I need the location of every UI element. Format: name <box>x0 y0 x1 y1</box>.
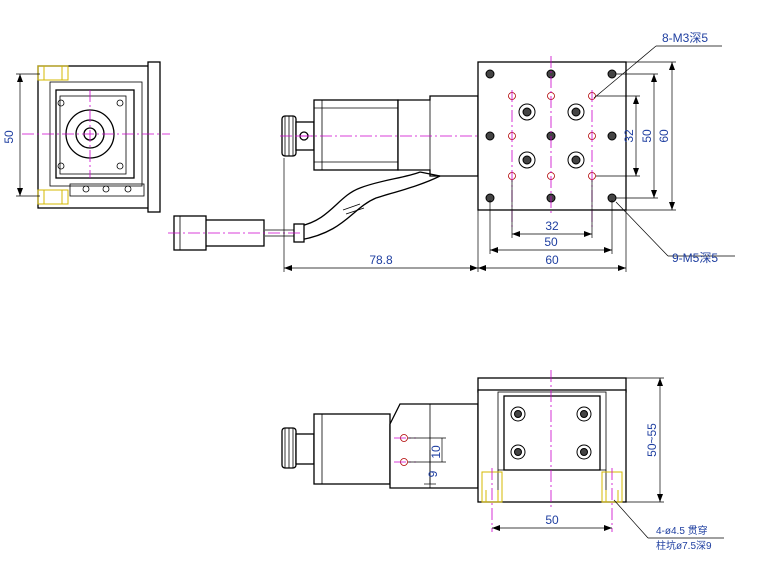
front-view-dimensions <box>492 377 724 539</box>
dim-top-50-v: 50 <box>640 129 654 143</box>
dim-top-32-v: 32 <box>622 129 636 143</box>
dim-top-50-h: 50 <box>544 235 558 249</box>
dim-front-mount: 50 <box>545 513 559 527</box>
dim-motor-length: 78.8 <box>369 253 393 267</box>
dim-front-9: 9 <box>426 470 440 477</box>
dim-top-32-h: 32 <box>545 219 559 233</box>
top-view-motor <box>168 95 480 251</box>
front-view-motor <box>281 403 479 489</box>
label-thru-hole: 4-ø4.5 贯穿 <box>656 524 708 537</box>
top-view-dimensions <box>283 45 735 272</box>
label-m5-thread: 9-M5深5 <box>672 251 718 265</box>
dim-top-60-h: 60 <box>545 253 559 267</box>
left-side-view <box>16 61 170 213</box>
dim-front-stroke: 10 <box>429 445 443 459</box>
dim-top-60-v: 60 <box>657 129 671 143</box>
dim-front-height: 50~55 <box>645 423 659 457</box>
left-height-dim: 50 <box>2 130 16 144</box>
front-view-stage <box>477 370 627 532</box>
label-m3-thread: 8-M3深5 <box>662 31 708 45</box>
label-counterbore: 柱坑ø7.5深9 <box>656 539 712 552</box>
top-view-stage <box>477 56 627 230</box>
